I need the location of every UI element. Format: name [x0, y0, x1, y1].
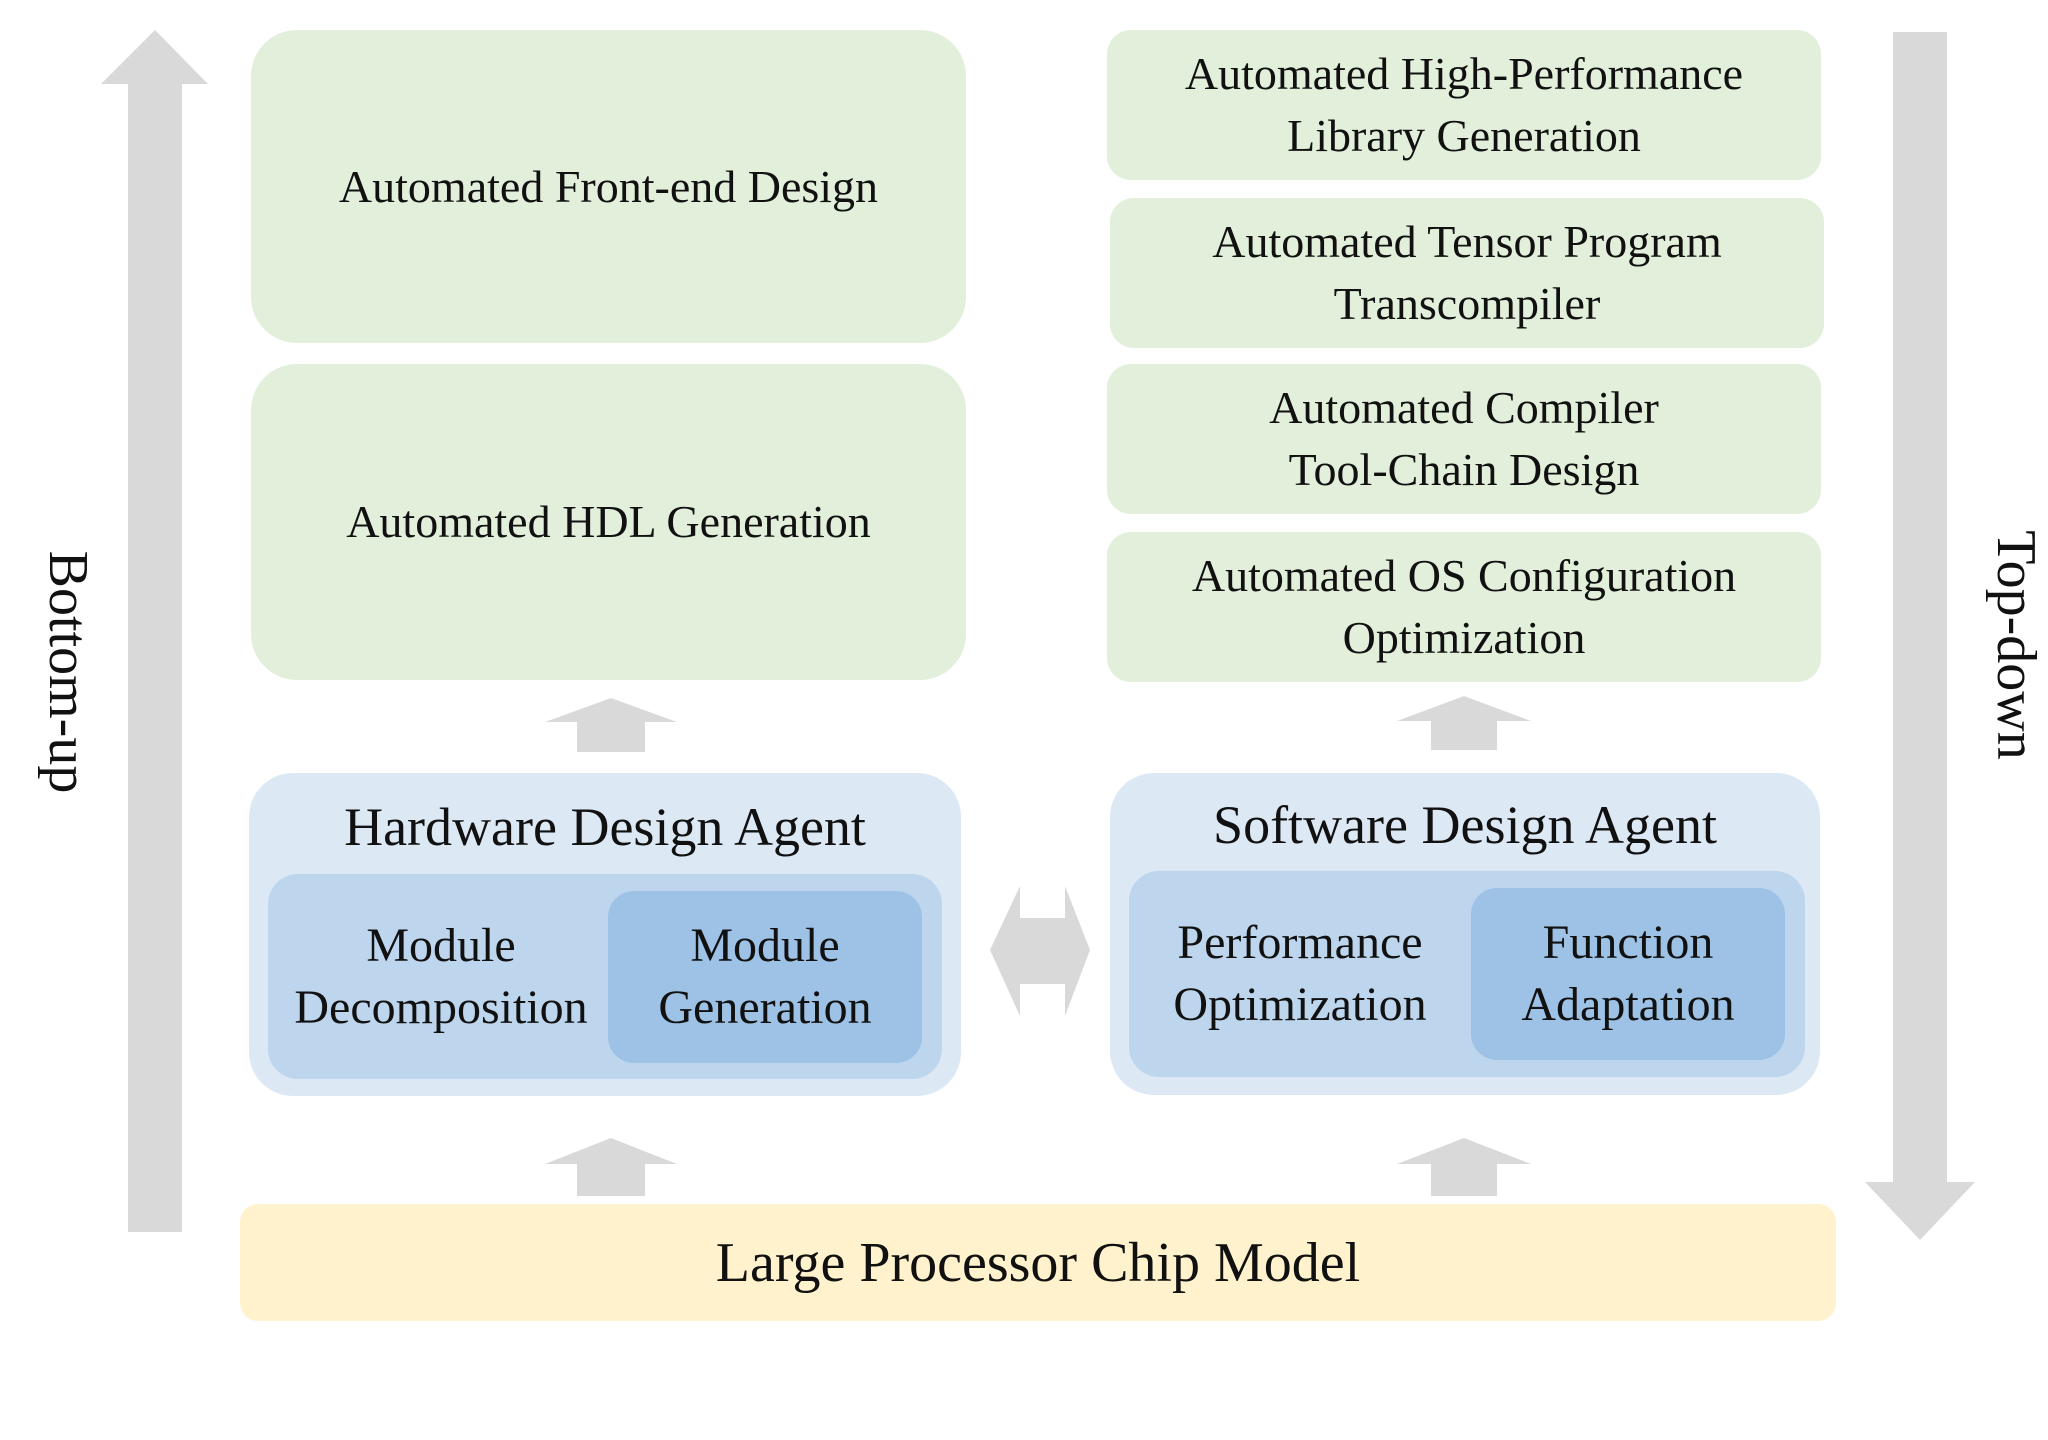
- sw-agent-to-level-arrow: [1397, 696, 1531, 750]
- hp-library-generation-box: Automated High-Performance Library Gener…: [1107, 30, 1821, 180]
- function-adaptation-label: Function Adaptation: [1521, 916, 1735, 1031]
- software-agent-inner: Performance Optimization Function Adapta…: [1129, 871, 1805, 1077]
- bottom-up-label: Bottom-up: [37, 550, 99, 794]
- large-processor-chip-model: Large Processor Chip Model: [240, 1204, 1836, 1321]
- hp-library-generation-label: Automated High-Performance Library Gener…: [1184, 48, 1744, 161]
- performance-optimization-cell: Performance Optimization: [1129, 871, 1471, 1077]
- hardware-agent-title: Hardware Design Agent: [344, 797, 866, 857]
- hdl-generation-box: Automated HDL Generation: [251, 364, 966, 680]
- software-design-agent: Software Design Agent Performance Optimi…: [1110, 773, 1820, 1095]
- tensor-transcompiler-label: Automated Tensor Program Transcompiler: [1212, 216, 1722, 329]
- module-generation-label: Module Generation: [658, 919, 872, 1034]
- compiler-toolchain-box: Automated Compiler Tool-Chain Design: [1107, 364, 1821, 514]
- sw-chip-to-agent-arrow: [1397, 1138, 1531, 1196]
- module-generation-cell: Module Generation: [608, 891, 922, 1063]
- tensor-transcompiler-box: Automated Tensor Program Transcompiler: [1110, 198, 1824, 348]
- compiler-toolchain-label: Automated Compiler Tool-Chain Design: [1269, 382, 1659, 495]
- module-decomposition-label: Module Decomposition: [294, 918, 588, 1034]
- agents-bidirectional-arrow: [990, 886, 1090, 1016]
- hardware-agent-inner: Module Decomposition Module Generation: [268, 874, 942, 1079]
- os-config-optimization-label: Automated OS Configuration Optimization: [1191, 550, 1737, 663]
- hw-agent-to-level-arrow: [545, 698, 677, 752]
- chip-model-label: Large Processor Chip Model: [715, 1231, 1361, 1294]
- software-agent-title: Software Design Agent: [1213, 795, 1717, 855]
- front-end-design-box: Automated Front-end Design: [251, 30, 966, 343]
- hdl-generation-label: Automated HDL Generation: [346, 496, 871, 547]
- front-end-design-label: Automated Front-end Design: [338, 160, 879, 212]
- top-down-arrow: [1865, 32, 1975, 1240]
- top-down-label: Top-down: [1985, 530, 2047, 760]
- bottom-up-arrow: [101, 30, 208, 1232]
- os-config-optimization-box: Automated OS Configuration Optimization: [1107, 532, 1821, 682]
- module-decomposition-cell: Module Decomposition: [268, 874, 614, 1079]
- performance-optimization-label: Performance Optimization: [1173, 916, 1427, 1031]
- hardware-design-agent: Hardware Design Agent Module Decompositi…: [249, 773, 961, 1096]
- hw-chip-to-agent-arrow: [545, 1138, 677, 1196]
- function-adaptation-cell: Function Adaptation: [1471, 888, 1785, 1060]
